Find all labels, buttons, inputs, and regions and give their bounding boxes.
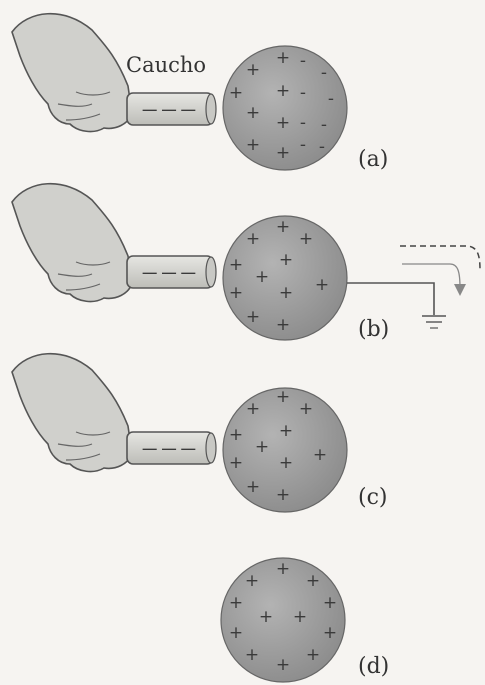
positive-charge: + (313, 445, 327, 465)
positive-charge: + (229, 593, 243, 613)
negative-charge: - (328, 89, 334, 109)
positive-charge: + (229, 283, 243, 303)
hand-icon (11, 352, 133, 473)
positive-charge: + (245, 645, 259, 665)
panel-label: (b) (358, 317, 389, 342)
panel-d: ++++++++++++ (d) (220, 557, 389, 683)
positive-charge: + (229, 623, 243, 643)
positive-charge: + (276, 113, 290, 133)
panel-label: (a) (358, 147, 388, 172)
positive-charge: + (246, 60, 260, 80)
positive-charge: + (276, 655, 290, 675)
negative-charge: - (300, 51, 306, 71)
rod-material-label: Caucho (126, 53, 206, 77)
panel-a: --- ++++++++-------- (a) (11, 12, 388, 172)
sphere (222, 215, 348, 341)
positive-charge: + (323, 593, 337, 613)
positive-charge: + (299, 399, 313, 419)
positive-charge: + (245, 571, 259, 591)
positive-charge: + (279, 283, 293, 303)
positive-charge: + (259, 607, 273, 627)
positive-charge: + (306, 645, 320, 665)
positive-charge: + (276, 48, 290, 68)
positive-charge: + (255, 267, 269, 287)
positive-charge: + (229, 453, 243, 473)
negative-charge: - (300, 83, 306, 103)
panel-b: --- +++++++++++ (b) (11, 182, 481, 342)
negative-charge: - (300, 135, 306, 155)
rod-charges: --- (140, 263, 198, 283)
positive-charge: + (229, 425, 243, 445)
positive-charge: + (276, 217, 290, 237)
charge-flow-arrow-icon (400, 245, 481, 296)
sphere-charges: +++++++++++ (229, 217, 329, 335)
positive-charge: + (306, 571, 320, 591)
sphere-charges: +++++++++++ (229, 387, 327, 505)
rubber-rod (126, 92, 217, 126)
positive-charge: + (276, 559, 290, 579)
positive-charge: + (246, 229, 260, 249)
rubber-rod (126, 431, 217, 465)
negative-charge: - (321, 115, 327, 135)
hand-icon (11, 182, 133, 303)
positive-charge: + (229, 255, 243, 275)
positive-charge: + (279, 421, 293, 441)
sphere-charges: ++++++++-------- (229, 48, 334, 163)
sphere (220, 557, 346, 683)
positive-charge: + (276, 315, 290, 335)
positive-charge: + (246, 135, 260, 155)
positive-charge: + (279, 250, 293, 270)
sphere-charges: ++++++++++++ (229, 559, 337, 675)
positive-charge: + (246, 103, 260, 123)
panel-label: (c) (358, 485, 388, 510)
negative-charge: - (300, 113, 306, 133)
positive-charge: + (276, 81, 290, 101)
negative-charge: - (319, 137, 325, 157)
positive-charge: + (315, 275, 329, 295)
positive-charge: + (246, 399, 260, 419)
panel-label: (d) (358, 654, 389, 679)
panel-c: --- +++++++++++ (c) (11, 352, 388, 513)
positive-charge: + (276, 387, 290, 407)
positive-charge: + (246, 307, 260, 327)
rubber-rod (126, 255, 217, 289)
positive-charge: + (323, 623, 337, 643)
positive-charge: + (276, 143, 290, 163)
positive-charge: + (279, 453, 293, 473)
positive-charge: + (293, 607, 307, 627)
positive-charge: + (299, 229, 313, 249)
rod-charges: --- (140, 100, 198, 120)
positive-charge: + (229, 83, 243, 103)
sphere (222, 45, 348, 171)
rod-charges: --- (140, 439, 198, 459)
sphere (222, 387, 348, 513)
positive-charge: + (255, 437, 269, 457)
ground-wire (347, 282, 446, 329)
negative-charge: - (321, 63, 327, 83)
positive-charge: + (276, 485, 290, 505)
positive-charge: + (246, 477, 260, 497)
hand-icon (11, 12, 133, 133)
